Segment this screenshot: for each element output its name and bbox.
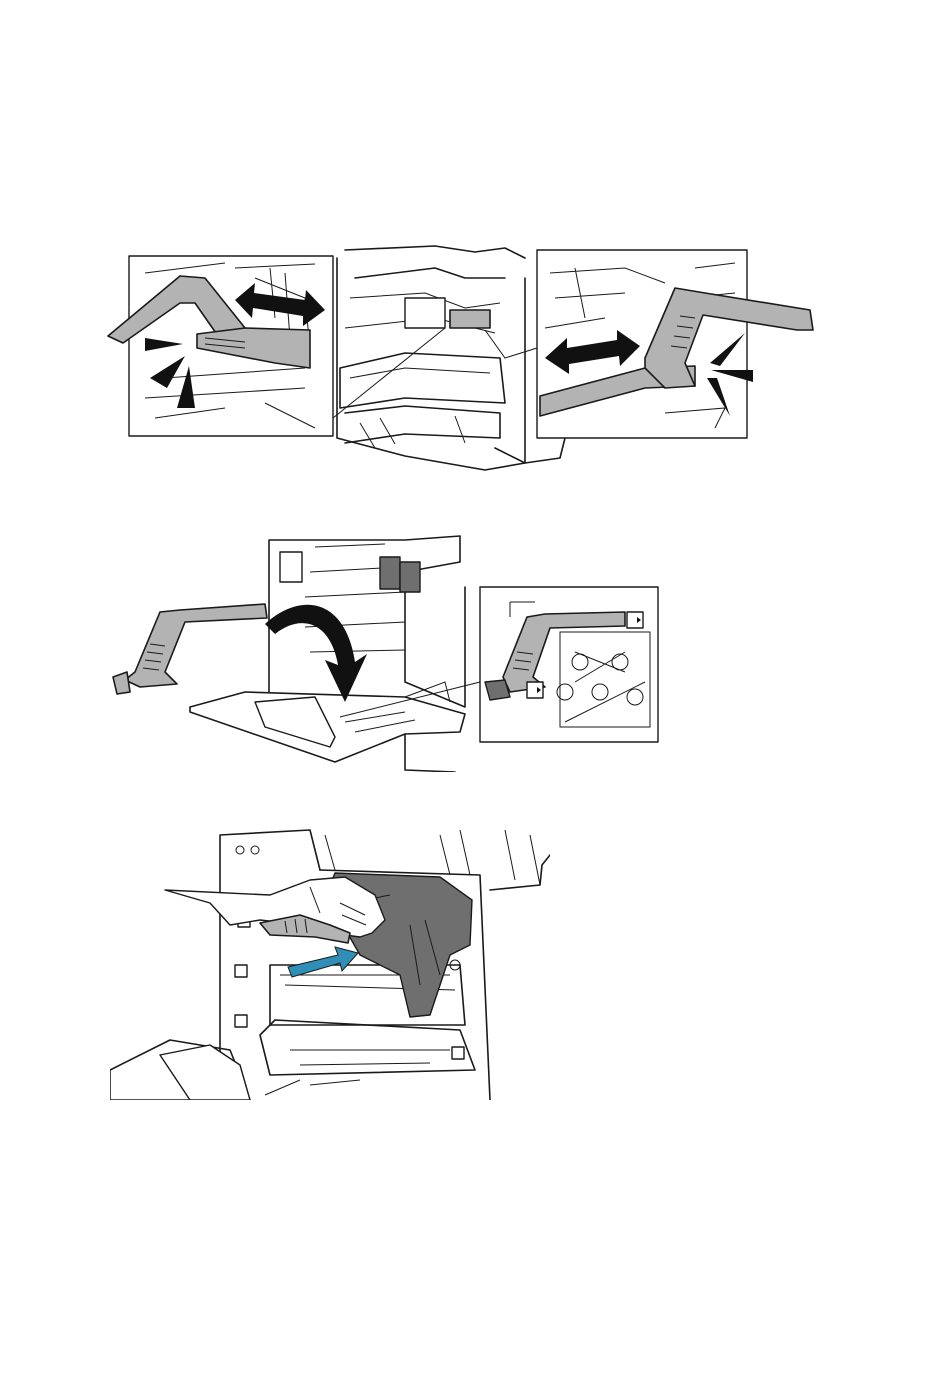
insert-arrow: [288, 947, 358, 977]
figure-lever-slide: [105, 238, 815, 480]
figure-cartridge-insert: [110, 825, 550, 1100]
inset-fold-detail: [480, 587, 658, 742]
inset-left: [108, 256, 333, 436]
lever-slide-illustration: [105, 238, 815, 480]
printer-body-center: [337, 246, 565, 470]
inset-right: [537, 250, 813, 438]
fold-arrow: [265, 605, 367, 702]
lever-part: [125, 604, 267, 687]
printer-body: [190, 536, 465, 772]
cartridge-insert-illustration: [110, 825, 550, 1100]
lever-fold-illustration: [105, 532, 665, 772]
figure-lever-fold: [105, 532, 665, 772]
